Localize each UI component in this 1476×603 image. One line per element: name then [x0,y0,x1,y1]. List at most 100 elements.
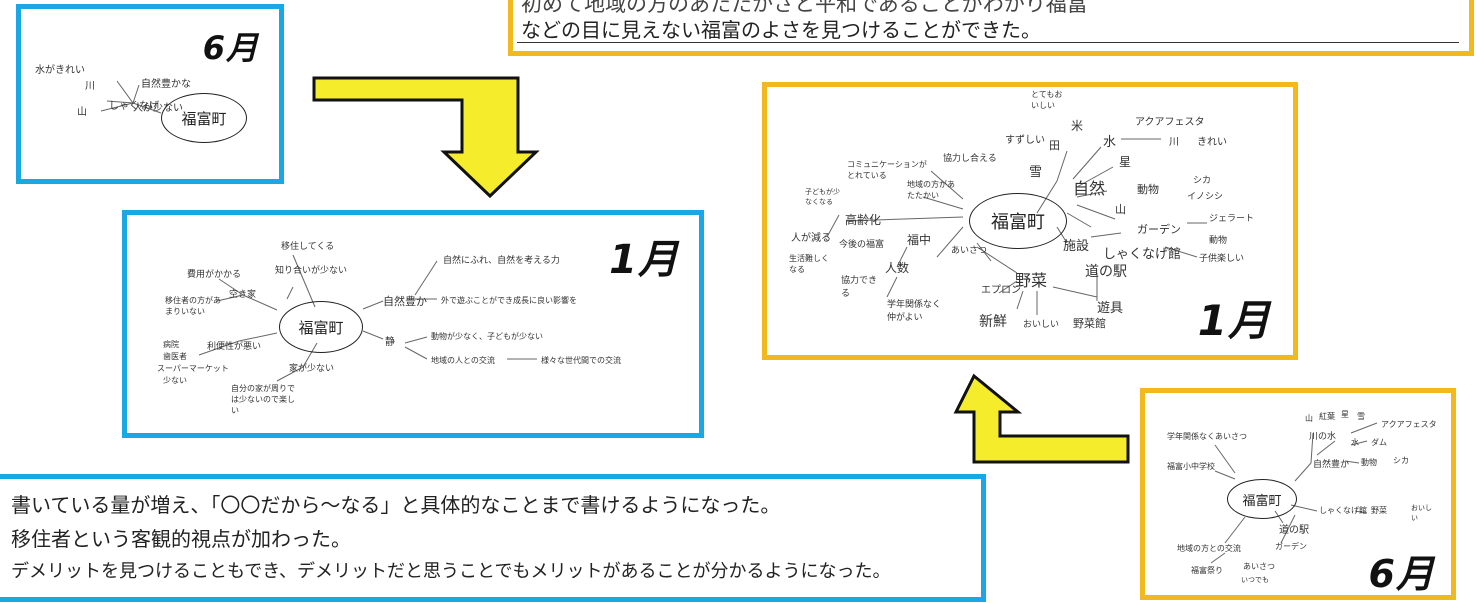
label: シカ [1193,176,1212,186]
label: 動物 [1209,236,1228,246]
label: 自然豊か [383,295,427,308]
label: おいしい [1411,504,1432,522]
january-mindmap-right: 1月 とてもおいしい 米 田 すずしい アクアフェスタ 川 きれい 水 星 雪 … [762,82,1298,360]
label: 人が減る [791,233,831,244]
label: 家が少ない [289,364,335,374]
label: 星 [1341,410,1349,419]
label: 移住してくる [281,242,335,252]
label: 協力できる [841,276,878,299]
label: 野菜 [1371,506,1387,515]
label: 自然豊かな [141,79,191,90]
mindmap-lines [1210,422,1378,564]
label: 星 [1119,155,1132,169]
label: 雪 [1029,165,1043,180]
label: おいしい [1023,320,1060,330]
label: 学年関係なく仲がよい [887,300,942,323]
label: 地域の方との交流 [1177,544,1241,553]
label: 新鮮 [979,314,1007,330]
label: 道の駅 [1085,264,1127,280]
top-note-line-1: 初めて地域の方のあたたかさと平和であることがわかり福富 [521,0,1088,16]
label: 遊具 [1097,301,1124,316]
label: 利便性が悪い [207,342,262,352]
label: 野菜館 [1073,317,1106,330]
label: 野菜 [1015,271,1048,290]
label: 福富祭り [1191,566,1223,575]
label: 外で遊ぶことができ成長に良い影響を [441,296,577,305]
label: 歯医者 [163,352,187,361]
label: アクアフェスタ [1135,117,1205,128]
center-node: 福富町 [1227,479,1297,519]
january-mindmap-middle: 1月 移住してくる 知り合いが少ない 費用がかかる 空き家 移住者の方があまりい… [122,210,704,438]
mindmap-lines [826,138,1207,315]
label: あいさつ [1243,562,1275,571]
bottom-note-line-3: デメリットを見つけることもでき、デメリットだと思うことでもメリットがあることが分… [11,561,891,582]
mindmap-lines [198,254,537,382]
label: しゃくなげ館 [1103,247,1182,262]
month-label: 1月 [1197,296,1271,345]
bottom-note-line-1: 書いている量が増え、「〇〇だから〜なる」と具体的なことまで書けるようになった。 [11,493,781,517]
label: しゃくなげ館 [1319,506,1367,515]
label: 地域の人との交流 [431,356,495,365]
label: 米 [1071,119,1084,133]
label: 動物が少なく、子どもが少ない [431,332,543,341]
label: 自然にふれ、自然を考える力 [443,256,560,266]
label: ガーデン [1275,542,1307,551]
label: 川 [85,81,95,92]
label: 自分の家が周りでは少ないので楽しい [231,384,295,415]
label: 空き家 [229,290,257,300]
label: 自然豊か [1313,460,1350,470]
june-mindmap-small: 6月 水がきれい 川 自然豊かな しゃくなげ 山 人が少ない 福富町 [16,4,284,184]
june-mindmap-right: 6月 山 紅葉 星 雪 川の水 アクアフェスタ 水 ダム 自然豊か 動物 シカ … [1140,388,1456,600]
label: 道の駅 [1279,525,1309,536]
label: 水がきれい [35,65,85,76]
label: 雪 [1357,412,1365,421]
label: 地域の方があたたかい [907,180,955,200]
label: ガーデン [1137,223,1181,236]
label: 川の水 [1309,432,1337,442]
month-label: 1月 [609,237,679,283]
top-note-underline [517,42,1459,43]
label: 少ない [163,376,187,385]
arrow-june-to-january-right [953,373,1130,464]
label: 人が少ない [133,103,183,114]
label: 福中 [907,233,932,247]
label: 知り合いが少ない [275,266,348,276]
label: 川 [1169,137,1179,148]
month-label: 6月 [202,29,259,67]
label: 今後の福富 [839,240,885,250]
label: 子どもが少なくなる [805,188,840,206]
label: 施設 [1063,239,1090,254]
label: 自然 [1073,179,1106,198]
label: あいさつ [951,246,988,256]
label: 移住者の方があまりいない [165,296,221,316]
label: とてもおいしい [1031,90,1063,110]
center-node: 福富町 [279,301,363,353]
label: 福富小中学校 [1167,462,1215,471]
bottom-note-line-2: 移住者という客観的視点が加わった。 [11,527,351,551]
label: 紅葉 [1319,412,1335,421]
top-note-line-2: などの目に見えない福富のよさを見つけることができた。 [521,18,1041,42]
label: 費用がかかる [187,270,242,280]
label: 学年関係なくあいさつ [1167,432,1247,441]
label: 静 [385,337,395,348]
top-reflection-note: 初めて地域の方のあたたかさと平和であることがわかり福富 などの目に見えない福富の… [508,0,1474,56]
label: しゃくなげ [109,101,159,112]
label: 水 [1103,135,1117,150]
label: いつでも [1241,576,1269,584]
label: 生活難しくなる [789,254,829,274]
label: スーパーマーケット [157,364,229,373]
label: 高齢化 [845,213,882,227]
arrow-june-to-january-left [312,76,540,199]
label: 水 [1351,438,1359,447]
label: 山 [1115,203,1126,216]
label: 協力し合える [943,154,997,164]
center-node: 福富町 [969,193,1067,249]
label: 動物 [1137,183,1159,196]
label: 子供楽しい [1199,254,1245,264]
label: 山 [1305,414,1313,423]
label: 田 [1049,139,1060,152]
mindmap-lines [100,80,162,114]
bottom-reflection-note: 書いている量が増え、「〇〇だから〜なる」と具体的なことまで書けるようになった。 … [0,474,986,602]
label: コミュニケーションがとれている [847,160,927,180]
label: ジェラート [1209,214,1255,224]
